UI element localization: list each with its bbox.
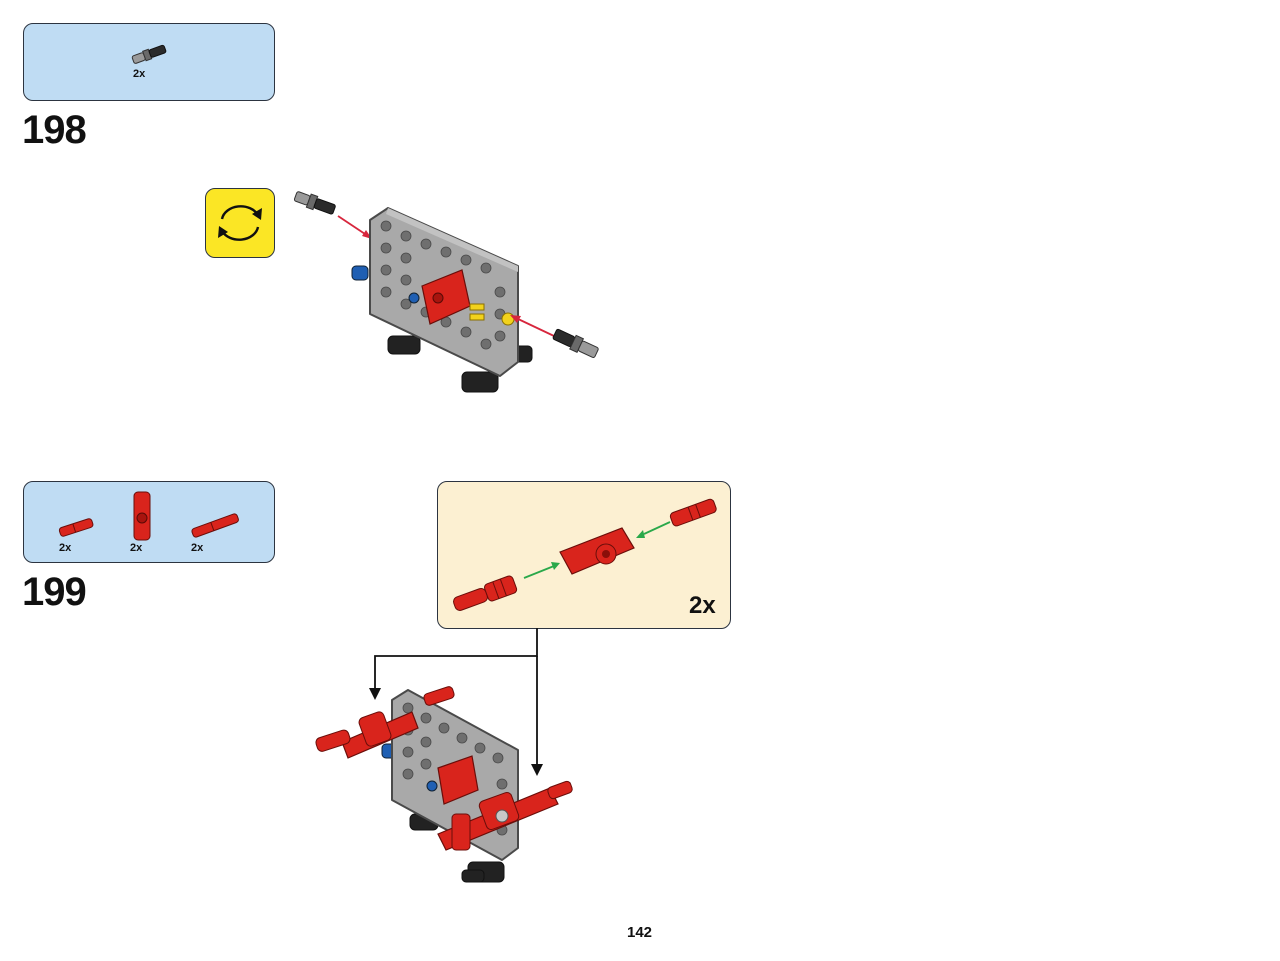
red-long-axle-pin-icon xyxy=(191,513,239,538)
red-axle-pin-icon xyxy=(58,518,94,537)
red-cross-block-icon xyxy=(559,527,635,575)
submodel-assembly-illustration xyxy=(453,498,717,611)
part-quantity: 2x xyxy=(133,68,146,80)
part-quantity: 2x xyxy=(130,542,143,554)
part-quantity: 2x xyxy=(59,542,72,554)
step-number-199: 199 xyxy=(22,570,87,614)
submodel-quantity: 2x xyxy=(689,592,716,619)
red-cross-block-icon xyxy=(133,491,151,541)
black-grey-axle-pin-icon xyxy=(293,191,336,215)
black-grey-axle-pin-icon xyxy=(131,44,167,64)
part-quantity: 2x xyxy=(191,542,204,554)
red-long-axle-pin-icon xyxy=(453,575,518,611)
page-number: 142 xyxy=(627,924,653,941)
red-submodel-left xyxy=(315,686,455,759)
rotate-model-callout xyxy=(205,188,275,258)
grey-frame-icon xyxy=(369,207,519,377)
step-198-model-illustration xyxy=(293,191,599,393)
submodel-callout: 2x xyxy=(437,481,731,629)
submodel-placement-arrows xyxy=(369,628,543,776)
red-axle-pin-icon xyxy=(669,498,717,527)
parts-list-step-198: 2x xyxy=(23,23,275,101)
rotate-arrows-icon xyxy=(218,205,262,241)
black-grey-axle-pin-icon xyxy=(552,328,599,358)
parts-list-step-199: 2x 2x 2x xyxy=(23,481,275,563)
step-number-198: 198 xyxy=(22,108,87,152)
step-199-model-illustration xyxy=(315,686,573,883)
red-submodel-right xyxy=(437,780,573,883)
